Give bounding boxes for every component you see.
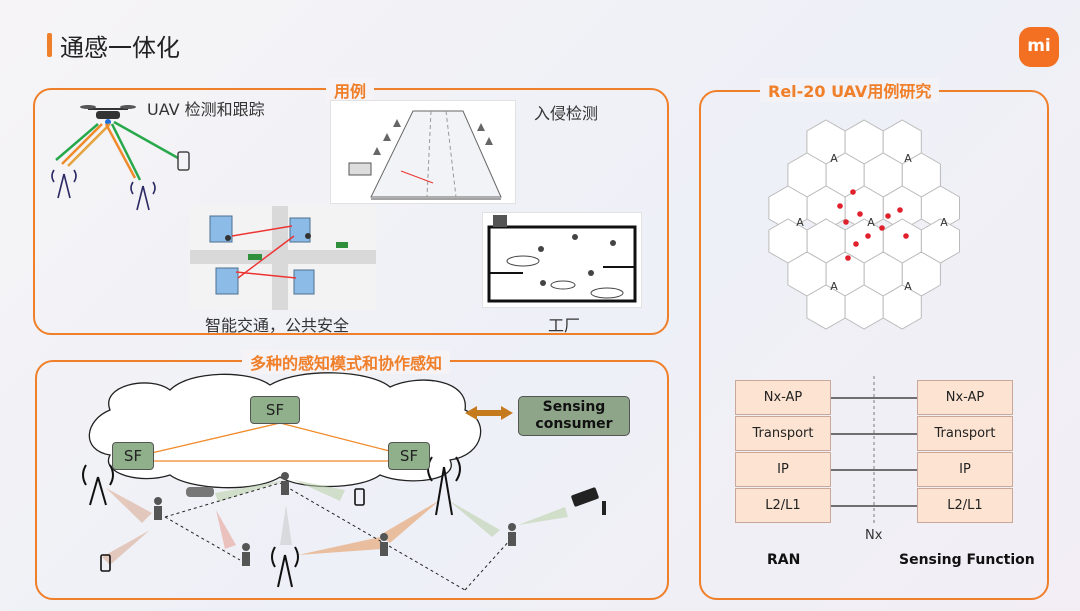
double-arrow-icon — [465, 406, 513, 420]
base-station-label: A — [940, 216, 948, 229]
sensing-consumer-box: Sensing consumer — [518, 396, 630, 436]
smart-traffic-image — [190, 206, 376, 310]
ran-protocol-stack: Nx-AP Transport IP L2/L1 — [735, 380, 831, 524]
sensing-network-diagram — [82, 372, 606, 591]
sf-layer: L2/L1 — [917, 488, 1013, 523]
sf-protocol-stack: Nx-AP Transport IP L2/L1 — [917, 380, 1013, 524]
uav-target-dot — [837, 203, 843, 209]
drone-icon — [80, 105, 136, 125]
sf-node-right: SF — [388, 442, 430, 470]
uav-target-dot — [845, 255, 851, 261]
uav-tracking-illustration — [51, 105, 190, 211]
sensing-function-label: Sensing Function — [899, 552, 1035, 568]
uav-target-dot — [865, 233, 871, 239]
uav-target-dot — [843, 219, 849, 225]
xiaomi-logo: mi — [1019, 27, 1059, 67]
uav-target-dot — [857, 211, 863, 217]
camera-icon — [571, 487, 606, 515]
sf-node-left: SF — [112, 442, 154, 470]
uav-tracking-title: UAV 检测和跟踪 — [147, 100, 265, 119]
phone-icon — [100, 488, 365, 572]
base-station-label: A — [904, 152, 912, 165]
phone-icon — [177, 151, 190, 171]
factory-image — [482, 212, 642, 308]
title-accent-bar — [47, 33, 52, 57]
use-cases-label: 用例 — [326, 78, 375, 102]
uav-target-dot — [885, 213, 891, 219]
base-station-label: A — [830, 280, 838, 293]
base-station-label: A — [796, 216, 804, 229]
sensing-modes-label: 多种的感知模式和协作感知 — [242, 350, 451, 374]
tower-icon — [82, 456, 461, 588]
traffic-title: 智能交通，公共安全 — [205, 316, 350, 335]
person-icon — [154, 472, 516, 566]
uav-target-dot — [903, 233, 909, 239]
sf-links — [142, 422, 406, 462]
sensing-beams — [102, 480, 568, 565]
nx-interface-lines — [831, 376, 917, 526]
sf-layer: IP — [917, 452, 1013, 487]
base-station-label: A — [830, 152, 838, 165]
sf-layer: Nx-AP — [917, 380, 1013, 415]
base-station-label: A — [904, 280, 912, 293]
sf-node-top: SF — [250, 396, 300, 424]
base-station-icon — [51, 169, 156, 211]
intrusion-title: 入侵检测 — [534, 104, 599, 123]
dotted-links — [164, 482, 511, 591]
uav-target-dot — [850, 189, 856, 195]
ran-layer: Nx-AP — [735, 380, 831, 415]
uav-target-dot — [879, 225, 885, 231]
cloud-shape — [88, 372, 482, 489]
consumer-line-1: Sensing — [542, 399, 606, 415]
ran-layer: L2/L1 — [735, 488, 831, 523]
beam-lines — [55, 120, 179, 181]
uav-target-dot — [853, 241, 859, 247]
nx-label: Nx — [865, 528, 883, 543]
highway-intrusion-image — [330, 100, 516, 204]
consumer-line-2: consumer — [535, 416, 613, 432]
uav-target-dot — [897, 207, 903, 213]
rel20-label: Rel-20 UAV用例研究 — [760, 78, 940, 102]
factory-title: 工厂 — [548, 316, 581, 335]
hex-cell — [882, 284, 922, 330]
logo-text: mi — [1027, 36, 1051, 56]
ran-layer: IP — [735, 452, 831, 487]
hex-cell-grid: A A A A A A A — [768, 119, 960, 330]
ran-layer: Transport — [735, 416, 831, 451]
ran-label: RAN — [767, 552, 801, 568]
base-station-label: A — [867, 216, 875, 229]
car-icon — [186, 487, 214, 497]
page-title: 通感一体化 — [60, 34, 180, 62]
sf-layer: Transport — [917, 416, 1013, 451]
